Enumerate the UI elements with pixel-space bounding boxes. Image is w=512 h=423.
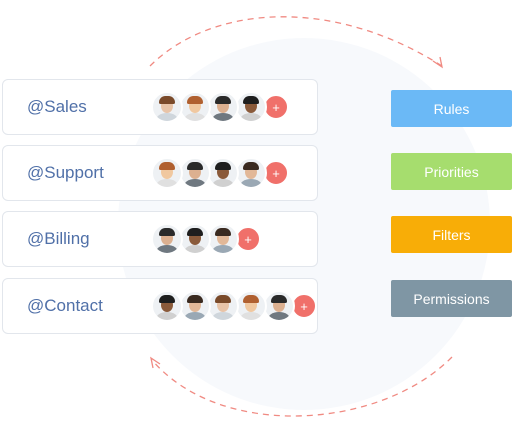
avatar: [263, 290, 295, 322]
team-card-billing[interactable]: @Billing +: [2, 211, 318, 267]
avatar-group: +: [151, 223, 261, 255]
avatar-group: +: [151, 157, 289, 189]
avatar: [151, 91, 183, 123]
tag-label: Filters: [432, 226, 471, 243]
avatar: [235, 157, 267, 189]
arrow-head-bottom-icon: [150, 356, 161, 369]
tag-filters[interactable]: Filters: [391, 216, 512, 253]
team-card-sales[interactable]: @Sales +: [2, 79, 318, 135]
tag-rules[interactable]: Rules: [391, 90, 512, 127]
team-label: @Sales: [27, 97, 87, 116]
tag-priorities[interactable]: Priorities: [391, 153, 512, 190]
avatar-group: +: [151, 290, 317, 322]
tag-label: Permissions: [413, 290, 490, 307]
avatar: [179, 91, 211, 123]
team-card-contact[interactable]: @Contact +: [2, 278, 318, 334]
team-label: @Support: [27, 163, 104, 182]
avatar: [179, 223, 211, 255]
tag-label: Rules: [433, 100, 470, 117]
avatar: [151, 157, 183, 189]
avatar: [151, 290, 183, 322]
team-label: @Contact: [27, 296, 103, 315]
avatar: [207, 91, 239, 123]
avatar: [207, 290, 239, 322]
team-card-support[interactable]: @Support +: [2, 145, 318, 201]
add-member-button[interactable]: +: [235, 226, 261, 252]
avatar-group: +: [151, 91, 289, 123]
avatar: [235, 91, 267, 123]
avatar: [207, 157, 239, 189]
avatar: [235, 290, 267, 322]
tag-label: Priorities: [424, 163, 479, 180]
avatar: [179, 290, 211, 322]
avatar: [151, 223, 183, 255]
team-label: @Billing: [27, 229, 90, 248]
avatar: [207, 223, 239, 255]
arrow-head-top-icon: [432, 56, 443, 69]
avatar: [179, 157, 211, 189]
tag-permissions[interactable]: Permissions: [391, 280, 512, 317]
